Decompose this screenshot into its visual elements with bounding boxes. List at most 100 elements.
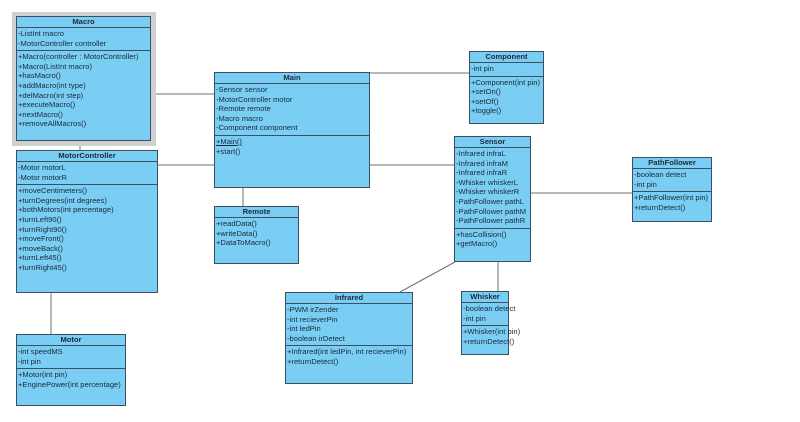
operation[interactable]: +Macro(ListInt macro) bbox=[18, 61, 93, 71]
class-name: Whisker bbox=[462, 292, 508, 303]
operation-compartment: +Motor(int pin)+EnginePower(int percenta… bbox=[17, 369, 125, 391]
operation[interactable]: +getMacro() bbox=[456, 239, 498, 249]
attribute[interactable]: -MotorController motor bbox=[216, 94, 293, 104]
operation[interactable]: +DataToMacro() bbox=[216, 238, 271, 248]
class-macro[interactable]: Macro-ListInt macro-MotorController cont… bbox=[16, 16, 151, 141]
attribute[interactable]: -Infrared infraM bbox=[456, 158, 508, 168]
operation[interactable]: +moveCentimeters() bbox=[18, 186, 87, 196]
attribute[interactable]: -int pin bbox=[18, 356, 41, 366]
operation[interactable]: +setOf() bbox=[471, 96, 499, 106]
operation[interactable]: +Infrared(int ledPin, int recieverPin) bbox=[287, 347, 407, 357]
attribute[interactable]: -Remote remote bbox=[216, 104, 271, 114]
attribute[interactable]: -Infrared infraL bbox=[456, 149, 506, 158]
operation[interactable]: +Motor(int pin) bbox=[18, 370, 68, 380]
operation[interactable]: +executeMacro() bbox=[18, 100, 76, 110]
attribute[interactable]: -boolean detect bbox=[634, 170, 687, 179]
class-name: Macro bbox=[17, 17, 150, 28]
operation[interactable]: +setOn() bbox=[471, 87, 501, 97]
attribute-compartment: -ListInt macro-MotorController controlle… bbox=[17, 28, 150, 52]
class-name: Infrared bbox=[286, 293, 412, 304]
attribute-compartment: -Infrared infraL-Infrared infraM-Infrare… bbox=[455, 148, 530, 229]
operation-compartment: +moveCentimeters()+turnDegrees(int degre… bbox=[17, 185, 157, 274]
operation[interactable]: +delMacro(int step) bbox=[18, 90, 84, 100]
attribute[interactable]: -Motor motorR bbox=[18, 172, 67, 182]
operation-compartment: +Main()+start() bbox=[215, 136, 369, 158]
class-main[interactable]: Main-Sensor sensor-MotorController motor… bbox=[214, 72, 370, 188]
operation[interactable]: +moveBack() bbox=[18, 243, 63, 253]
attribute-compartment: -PWM irZender-int recieverPin-int ledPin… bbox=[286, 304, 412, 347]
attribute[interactable]: -PathFollower pathL bbox=[456, 196, 524, 206]
attribute[interactable]: -ListInt macro bbox=[18, 29, 64, 38]
class-name: Remote bbox=[215, 207, 298, 218]
attribute[interactable]: -boolean irDetect bbox=[287, 333, 345, 343]
attribute[interactable]: -PWM irZender bbox=[287, 305, 339, 314]
operation[interactable]: +turnLeft90() bbox=[18, 214, 62, 224]
operation[interactable]: +hasCollision() bbox=[456, 229, 507, 239]
class-motor[interactable]: Motor-int speedMS-int pin+Motor(int pin)… bbox=[16, 334, 126, 406]
operation[interactable]: +turnRight45() bbox=[18, 262, 67, 272]
operation[interactable]: +turnLeft45() bbox=[18, 253, 62, 263]
attribute[interactable]: -PathFollower pathM bbox=[456, 206, 527, 216]
class-component[interactable]: Component-int pin+Component(int pin)+set… bbox=[469, 51, 544, 124]
operation[interactable]: +Macro(controller : MotorController) bbox=[18, 52, 139, 62]
attribute[interactable]: -Component component bbox=[216, 123, 298, 133]
class-sensor[interactable]: Sensor-Infrared infraL-Infrared infraM-I… bbox=[454, 136, 531, 262]
operation[interactable]: +readData() bbox=[216, 219, 257, 228]
operation-compartment: +readData()+writeData()+DataToMacro() bbox=[215, 218, 298, 250]
operation-compartment: +PathFollower(int pin)+returnDetect() bbox=[633, 192, 711, 214]
operation[interactable]: +removeAllMacros() bbox=[18, 119, 87, 129]
class-name: Sensor bbox=[455, 137, 530, 148]
attribute-compartment: -Motor motorL-Motor motorR bbox=[17, 162, 157, 186]
operation[interactable]: +Whisker(int pin) bbox=[463, 327, 521, 337]
class-name: Motor bbox=[17, 335, 125, 346]
class-name: Main bbox=[215, 73, 369, 84]
attribute[interactable]: -Infrared infraR bbox=[456, 168, 508, 178]
attribute[interactable]: -boolean detect bbox=[463, 304, 516, 313]
attribute[interactable]: -int pin bbox=[634, 179, 657, 189]
operation[interactable]: +Main() bbox=[216, 136, 242, 146]
operation[interactable]: +moveFront() bbox=[18, 234, 64, 244]
attribute[interactable]: -Macro macro bbox=[216, 113, 263, 123]
attribute[interactable]: -Whisker whiskerL bbox=[456, 177, 519, 187]
attribute-compartment: -int speedMS-int pin bbox=[17, 346, 125, 370]
attribute[interactable]: -Sensor sensor bbox=[216, 85, 268, 94]
operation[interactable]: +returnDetect() bbox=[463, 336, 515, 346]
operation[interactable]: +returnDetect() bbox=[634, 202, 686, 212]
operation-compartment: +Component(int pin)+setOn()+setOf()+togg… bbox=[470, 77, 543, 118]
attribute-compartment: -boolean detect-int pin bbox=[633, 169, 711, 193]
operation-compartment: +Macro(controller : MotorController)+Mac… bbox=[17, 51, 150, 131]
operation[interactable]: +start() bbox=[216, 146, 241, 156]
attribute[interactable]: -Whisker whiskerR bbox=[456, 187, 520, 197]
class-whisker[interactable]: Whisker-boolean detect-int pin +Whisker(i… bbox=[461, 291, 521, 355]
class-motorcontroller[interactable]: MotorController-Motor motorL-Motor motor… bbox=[16, 150, 158, 293]
operation[interactable]: +toggle() bbox=[471, 106, 502, 116]
class-name: PathFollower bbox=[633, 158, 711, 169]
attribute[interactable]: -PathFollower pathR bbox=[456, 216, 526, 226]
class-infrared[interactable]: Infrared-PWM irZender-int recieverPin-in… bbox=[285, 292, 413, 384]
operation[interactable]: +turnDegrees(int degrees) bbox=[18, 195, 107, 205]
association-sensor-infrared[interactable] bbox=[399, 261, 456, 293]
attribute[interactable]: -int pin bbox=[463, 313, 486, 323]
operation[interactable]: +nextMacro() bbox=[18, 109, 63, 119]
attribute[interactable]: -int speedMS bbox=[18, 347, 63, 356]
attribute[interactable]: -int recieverPin bbox=[287, 314, 338, 324]
attribute[interactable]: -MotorController controller bbox=[18, 38, 107, 48]
operation-compartment: +hasCollision()+getMacro() bbox=[455, 229, 530, 251]
operation[interactable]: +writeData() bbox=[216, 228, 258, 238]
operation[interactable]: +addMacro(int type) bbox=[18, 80, 86, 90]
attribute[interactable]: -Motor motorL bbox=[18, 163, 66, 172]
class-remote[interactable]: Remote+readData()+writeData()+DataToMacr… bbox=[214, 206, 299, 264]
operation[interactable]: +returnDetect() bbox=[287, 356, 339, 366]
operation[interactable]: +Component(int pin) bbox=[471, 77, 541, 87]
attribute[interactable]: -int pin bbox=[471, 64, 494, 73]
operation[interactable]: +hasMacro() bbox=[18, 71, 61, 81]
class-pathfollower[interactable]: PathFollower-boolean detect-int pin+Path… bbox=[632, 157, 712, 222]
operation-compartment: +Infrared(int ledPin, int recieverPin)+r… bbox=[286, 346, 412, 368]
operation[interactable]: +turnRight90() bbox=[18, 224, 67, 234]
attribute[interactable]: -int ledPin bbox=[287, 324, 321, 334]
operation-compartment: +Whisker(int pin)+returnDetect() bbox=[462, 326, 521, 348]
operation[interactable]: +bothMotors(int percentage) bbox=[18, 205, 114, 215]
operation[interactable]: +PathFollower(int pin) bbox=[634, 193, 709, 203]
operation[interactable]: +EnginePower(int percentage) bbox=[18, 379, 121, 389]
